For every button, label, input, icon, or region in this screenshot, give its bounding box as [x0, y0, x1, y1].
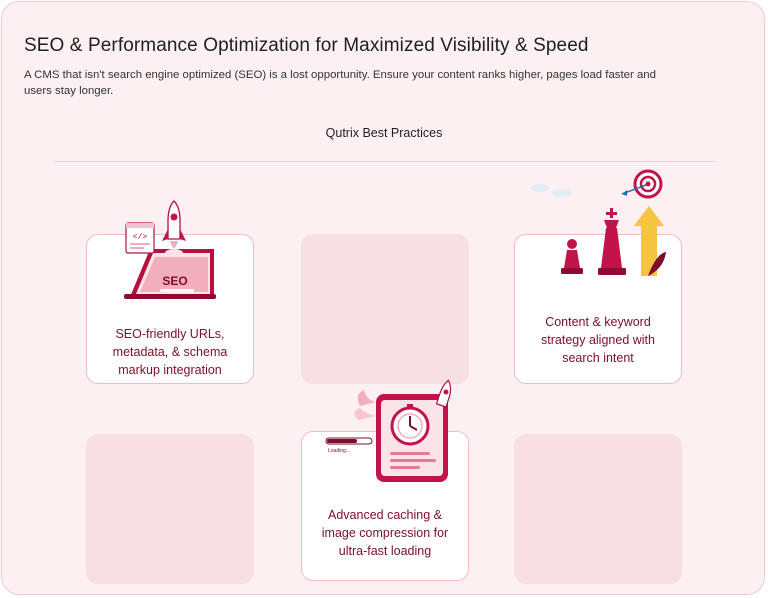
page-title: SEO & Performance Optimization for Maxim… — [24, 35, 589, 56]
card-content-strategy-text: Content & keyword strategy aligned with … — [541, 315, 655, 365]
section-divider — [54, 161, 716, 162]
best-practices-heading: Qutrix Best Practices — [325, 126, 443, 140]
code-icon: </> — [125, 222, 155, 254]
page-description: A CMS that isn't search engine optimized… — [24, 69, 656, 97]
cloud-icon — [531, 184, 572, 197]
content-lines — [390, 452, 436, 469]
chess-pieces-icon — [561, 208, 626, 275]
loading-bar: Loading... — [325, 437, 373, 454]
card-caching-text: Advanced caching & image compression for… — [321, 508, 449, 558]
growth-arrow-icon — [634, 206, 664, 276]
rocket-icon — [162, 200, 186, 257]
card-content-strategy: Content & keyword strategy aligned with … — [514, 234, 682, 384]
content-strategy-illustration — [531, 169, 666, 276]
card-caching: Advanced caching & image compression for… — [301, 431, 469, 581]
leaf-icon — [648, 252, 666, 276]
rocket-icon — [435, 379, 452, 408]
card-placeholder — [514, 434, 682, 584]
stopwatch-icon — [390, 404, 430, 446]
card-placeholder — [301, 234, 469, 384]
laptop-icon — [124, 249, 216, 299]
seo-badge-text: SEO — [162, 274, 187, 288]
seo-illustration: SEO </> — [124, 200, 216, 299]
speed-flame-icon — [354, 390, 376, 420]
card-placeholder — [86, 434, 254, 584]
card-seo-urls-text: SEO-friendly URLs, metadata, & schema ma… — [112, 327, 228, 377]
caching-illustration: Loading... — [325, 379, 452, 482]
loading-label: Loading... — [328, 448, 350, 454]
svg-text:</>: </> — [133, 233, 148, 242]
target-icon — [621, 169, 663, 199]
